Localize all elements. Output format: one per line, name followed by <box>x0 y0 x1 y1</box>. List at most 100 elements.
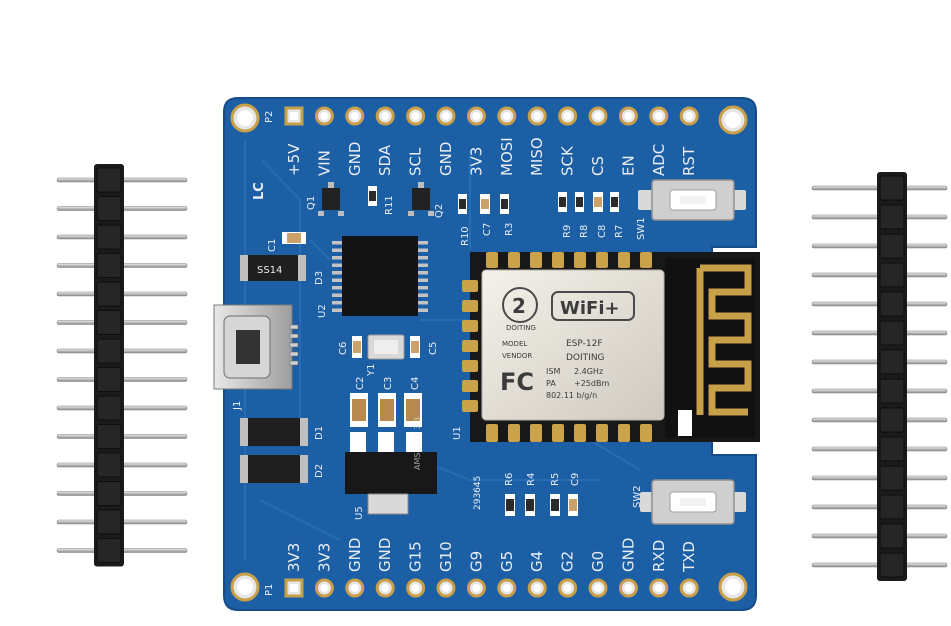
capacitor-c9 <box>568 494 578 516</box>
fc-mark: FC <box>500 368 534 396</box>
label-r10: R10 <box>460 226 471 246</box>
model-value: ESP-12F <box>566 339 603 349</box>
doiting-logo-icon: 2 <box>502 287 538 323</box>
crystal-y1 <box>367 334 405 360</box>
mounting-hole <box>718 572 748 602</box>
top-pin-label: 3V3 <box>467 147 485 176</box>
mounting-hole <box>230 103 260 133</box>
regulator-marking: AMS1117 3.3 <box>413 417 422 470</box>
mounting-hole <box>718 105 748 135</box>
label-sw1: SW1 <box>636 217 647 240</box>
label-r9: R9 <box>562 225 573 238</box>
wifi-badge: WiFi+ <box>551 291 635 321</box>
model-label: MODEL <box>502 340 527 348</box>
label-r7: R7 <box>614 225 625 238</box>
capacitor-c4 <box>404 393 422 427</box>
mounting-hole <box>230 572 260 602</box>
transistor-q2 <box>408 182 434 216</box>
label-c7: C7 <box>482 223 493 236</box>
esp12f-module: 2 DOITING WiFi+ MODEL ESP-12F VENDOR DOI… <box>462 252 760 442</box>
micro-usb-port-j1[interactable] <box>213 304 299 390</box>
bottom-pin-label: G15 <box>407 541 425 572</box>
bottom-pin-label: G0 <box>589 551 607 572</box>
top-pin-label: RST <box>680 146 698 176</box>
label-c5: C5 <box>428 342 439 355</box>
lc-logo: LC <box>252 182 267 200</box>
top-pin-label: GND <box>346 142 364 176</box>
top-header-label: P2 <box>264 111 275 123</box>
wifi-badge-text: WiFi+ <box>560 298 620 319</box>
bottom-header-pads <box>284 578 699 598</box>
standard: 802.11 b/g/n <box>546 391 597 400</box>
capacitor-c8 <box>593 192 603 212</box>
module-brand: DOITING <box>506 324 536 332</box>
bottom-pin-label: G10 <box>437 541 455 572</box>
top-header-pads <box>284 106 699 126</box>
top-pin-label: ADC <box>650 144 668 176</box>
flash-button-sw2[interactable] <box>640 479 746 525</box>
bottom-pin-label: G9 <box>467 551 485 572</box>
label-c3: C3 <box>383 377 394 390</box>
bottom-pin-label: GND <box>619 538 637 572</box>
diode-d3: SS14 <box>240 255 306 281</box>
top-pin-label: MOSI <box>498 137 516 176</box>
svg-text:2: 2 <box>512 294 526 318</box>
pa-label: PA <box>546 379 556 388</box>
pcb-antenna <box>665 258 755 438</box>
label-c8: C8 <box>597 225 608 238</box>
capacitor-c6 <box>352 336 362 358</box>
ism-value: 2.4GHz <box>574 367 603 376</box>
label-r5: R5 <box>550 473 561 486</box>
label-r4: R4 <box>526 473 537 486</box>
top-pin-label: SDA <box>376 144 394 176</box>
bottom-pin-label: G5 <box>498 551 516 572</box>
label-d2: D2 <box>314 464 325 478</box>
resistor-r7 <box>610 192 619 212</box>
label-j1: J1 <box>232 401 243 411</box>
board-serial: 293645 <box>473 476 483 510</box>
label-c1: C1 <box>267 239 278 252</box>
resistor-r9 <box>558 192 567 212</box>
usb-serial-chip-u2 <box>332 236 428 316</box>
resistor-r10 <box>458 194 467 214</box>
top-pin-label: SCK <box>559 145 577 176</box>
resistor-r5 <box>550 494 560 516</box>
top-pin-label: SCL <box>407 147 425 176</box>
resistor-r8 <box>575 192 584 212</box>
bottom-pin-label: RXD <box>650 540 668 572</box>
resistor-r6 <box>505 494 515 516</box>
label-c6: C6 <box>338 342 349 355</box>
capacitor-c2 <box>350 393 368 427</box>
bottom-header-label: P1 <box>264 584 275 596</box>
capacitor-c3 <box>378 393 396 427</box>
bottom-pin-label: G4 <box>528 551 546 572</box>
bottom-pin-label: GND <box>346 538 364 572</box>
reset-button-sw1[interactable] <box>638 179 746 221</box>
label-r6: R6 <box>504 473 515 486</box>
capacitor-c1 <box>282 232 306 244</box>
diode-d1 <box>240 418 308 446</box>
vendor-value: DOITING <box>566 353 605 363</box>
transistor-q1 <box>318 182 344 216</box>
label-u5: U5 <box>354 506 365 520</box>
bottom-pin-label: GND <box>376 538 394 572</box>
label-c2: C2 <box>355 377 366 390</box>
label-u1: U1 <box>452 426 463 440</box>
label-u2: U2 <box>317 304 328 318</box>
label-c4: C4 <box>410 377 421 390</box>
bottom-pin-label: G2 <box>559 551 577 572</box>
label-r3: R3 <box>504 223 515 236</box>
left-pin-header <box>56 164 188 567</box>
label-d3: D3 <box>314 271 325 285</box>
capacitor-c5 <box>410 336 420 358</box>
top-pin-label: EN <box>619 155 637 176</box>
vendor-label: VENDOR <box>502 352 532 360</box>
top-pin-label: GND <box>437 142 455 176</box>
label-q1: Q1 <box>306 196 317 210</box>
label-d1: D1 <box>314 426 325 440</box>
label-sw2: SW2 <box>632 485 643 508</box>
